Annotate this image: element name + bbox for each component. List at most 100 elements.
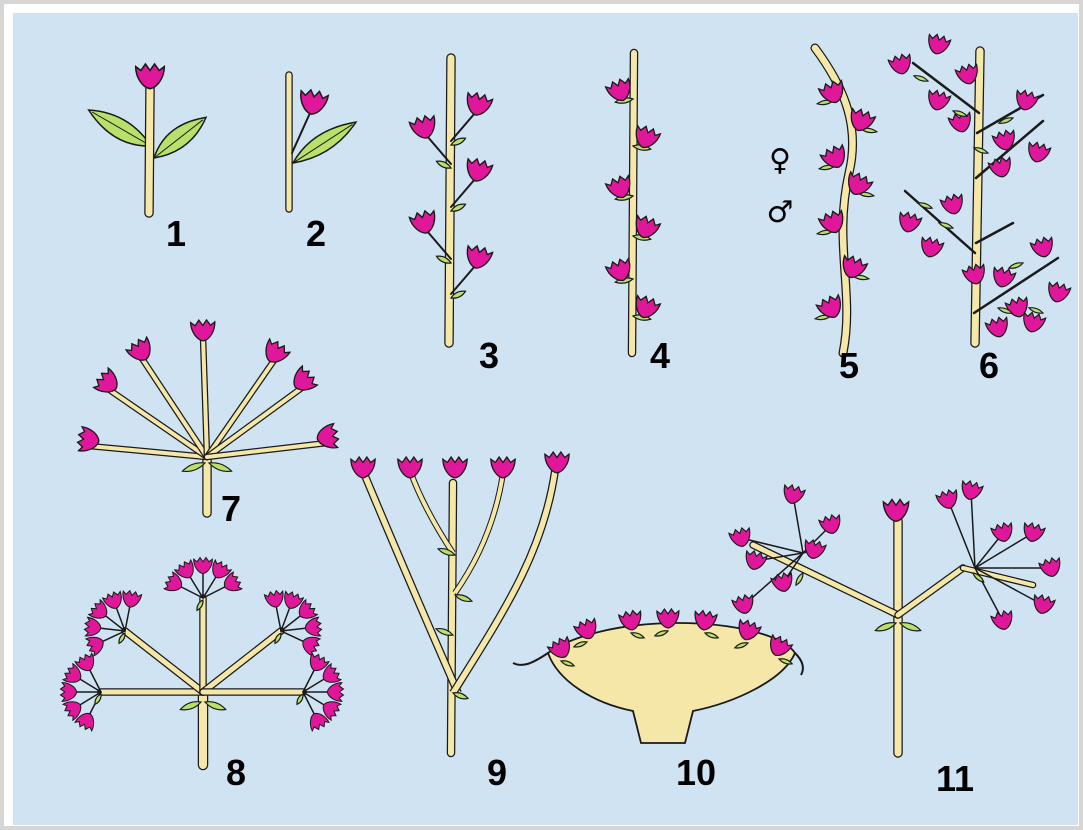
flower-icon (351, 457, 375, 478)
figure-2 (288, 75, 360, 209)
receptacle (548, 623, 795, 743)
flower-icon (990, 521, 1015, 544)
figure-11 (728, 479, 1063, 753)
bract (513, 653, 548, 665)
flower-icon (327, 683, 343, 702)
flower-icon (463, 244, 493, 272)
flower-icon (463, 91, 493, 119)
figure-label-2: 2 (306, 216, 326, 252)
flower-icon (463, 157, 493, 185)
leaf-icon (913, 74, 928, 83)
flower-icon (61, 683, 77, 702)
diagram-panel: 1 2 3 4 5 6 7 8 9 10 11 ♀ ♂ (13, 13, 1078, 825)
flower-icon (731, 593, 756, 616)
flower-icon (935, 488, 960, 511)
flower-icon (990, 265, 1016, 289)
flower-icon (120, 589, 141, 608)
flower-icon (298, 88, 329, 116)
flower-icon (443, 457, 467, 478)
figure-label-6: 6 (979, 348, 999, 384)
flower-icon (925, 88, 951, 112)
flower-icon (990, 609, 1015, 632)
figure-label-5: 5 (839, 348, 859, 384)
stem (455, 473, 503, 593)
figure-label-3: 3 (479, 338, 499, 374)
stem (449, 58, 451, 343)
stem (451, 483, 453, 753)
flower-icon (888, 52, 914, 76)
figure-label-8: 8 (226, 755, 246, 791)
figure-label-1: 1 (166, 216, 186, 252)
figure-label-9: 9 (487, 755, 507, 791)
figure-1 (84, 64, 212, 213)
flower-icon (136, 64, 165, 89)
stem (453, 471, 555, 693)
flower-icon (770, 571, 795, 594)
flower-icon (918, 235, 944, 259)
figure-label-7: 7 (221, 491, 241, 527)
stem (141, 357, 207, 457)
leaf-icon (454, 593, 473, 604)
figure-10 (513, 609, 803, 743)
stem (632, 53, 634, 353)
flower-icon (959, 479, 984, 502)
figure-7 (76, 320, 339, 513)
stem (898, 568, 963, 615)
flower-icon (1038, 556, 1063, 579)
flower-icon (1021, 521, 1046, 544)
figure-5 (815, 48, 877, 353)
flower-icon (925, 32, 951, 56)
stem (149, 88, 150, 213)
male-symbol: ♂ (767, 198, 794, 228)
stem (125, 631, 203, 692)
figure-9 (351, 452, 569, 753)
pedicel (793, 495, 803, 553)
flower-icon (883, 500, 908, 522)
flower-icon (988, 155, 1014, 179)
flower-icon (1045, 280, 1071, 304)
flower-icon (1025, 140, 1051, 164)
stem (203, 631, 281, 692)
flower-icon (781, 483, 806, 506)
leaf-icon (148, 109, 212, 165)
flower-icon (304, 617, 322, 637)
bract (795, 653, 803, 675)
flower-icon (1020, 310, 1046, 334)
flower-icon (191, 320, 216, 342)
stem (963, 568, 1033, 585)
leaf-icon (794, 572, 804, 586)
figure-3 (409, 58, 493, 343)
pedicel (948, 500, 975, 568)
leaf-icon (288, 115, 360, 170)
flower-icon (398, 457, 422, 478)
figure-label-10: 10 (676, 755, 716, 791)
pedicel (971, 491, 975, 568)
figure-label-11: 11 (936, 761, 974, 797)
flower-icon (194, 558, 213, 574)
leaf-icon (84, 102, 156, 154)
stem (975, 51, 980, 343)
flower-icon (992, 128, 1018, 152)
flower-icon (1031, 593, 1056, 616)
flower-icon (264, 589, 285, 608)
figure-label-4: 4 (650, 338, 670, 374)
stem (363, 471, 458, 693)
flower-icon (818, 513, 843, 536)
figure-4 (605, 53, 661, 353)
flower-icon (1030, 235, 1056, 259)
flower-icon (985, 315, 1011, 339)
pedicel (451, 266, 475, 294)
flower-icon (545, 452, 569, 473)
leaf-icon (1008, 261, 1023, 270)
female-symbol: ♀ (769, 146, 791, 176)
inflorescence-drawing (13, 13, 1078, 825)
flower-icon (940, 192, 966, 216)
flower-icon (896, 210, 922, 234)
figure-8 (61, 558, 344, 766)
flower-icon (409, 114, 439, 142)
figure-6 (888, 32, 1071, 343)
stem (207, 359, 275, 457)
flower-icon (409, 209, 439, 237)
flower-icon (962, 262, 988, 286)
